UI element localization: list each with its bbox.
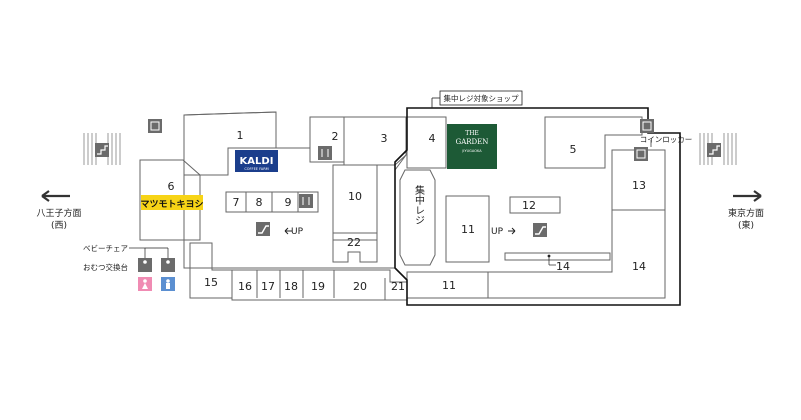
svg-text:KALDI: KALDI <box>240 156 274 167</box>
baby-chair-icon-2 <box>161 258 175 272</box>
unit-22: 22 <box>347 236 361 249</box>
coin-locker: コインロッカー <box>634 135 692 161</box>
unit-10: 10 <box>348 190 362 203</box>
unit-1: 1 <box>237 129 244 142</box>
svg-text:JIYUGAOKA: JIYUGAOKA <box>461 149 482 153</box>
svg-text:マツモトキヨシ: マツモトキヨシ <box>140 199 203 210</box>
west-direction: 八王子方面 (西) <box>36 190 82 231</box>
unit-8: 8 <box>256 196 263 209</box>
stairs-left <box>83 133 121 165</box>
unit-2: 2 <box>332 130 339 143</box>
svg-text:COFFEE FARM: COFFEE FARM <box>244 167 268 171</box>
shop-numbers: 1 2 3 4 5 6 7 8 9 10 11 11 12 13 14 14 1… <box>168 129 647 293</box>
unit-17: 17 <box>261 280 275 293</box>
shop-outlines <box>139 111 666 301</box>
unit-14-second: 14 <box>632 260 646 273</box>
coin-locker-label: コインロッカー <box>640 135 693 144</box>
stairs-right <box>699 133 737 165</box>
stairs-icon-left <box>95 143 109 157</box>
unit-11-second: 11 <box>442 279 456 292</box>
unit-21: 21 <box>391 280 405 293</box>
svg-text:GARDEN: GARDEN <box>456 138 489 146</box>
baby-chair-icon-1 <box>138 258 152 272</box>
diaper-table-label: おむつ交換台 <box>83 262 128 272</box>
unit-5: 5 <box>570 143 577 156</box>
up-label-left: UP <box>291 227 304 237</box>
east-direction-label: 東京方面 <box>728 207 764 219</box>
unit-7: 7 <box>233 196 240 209</box>
unit-14: 14 <box>556 260 570 273</box>
unit-20: 20 <box>353 280 367 293</box>
unit-3: 3 <box>381 132 388 145</box>
svg-text:THE: THE <box>465 130 479 137</box>
baby-facilities: ベビーチェア おむつ交換台 <box>83 244 175 291</box>
west-direction-sub: (西) <box>51 220 67 231</box>
west-direction-label: 八王子方面 <box>36 207 81 219</box>
east-direction-sub: (東) <box>738 219 754 231</box>
central-register-zone <box>394 107 681 306</box>
unit-15: 15 <box>204 276 218 289</box>
unit-18: 18 <box>284 280 298 293</box>
central-register-callout: 集中レジ対象ショップ <box>431 90 523 108</box>
unit-11: 11 <box>461 223 475 236</box>
unit-13: 13 <box>632 179 646 192</box>
unit-19: 19 <box>311 280 325 293</box>
escalator-left: UP <box>256 222 304 237</box>
unit-16: 16 <box>238 280 252 293</box>
elevator-icon-left <box>148 119 162 133</box>
matsumoto-kiyoshi-logo: マツモトキヨシ <box>140 195 204 210</box>
floor-outline <box>183 111 407 269</box>
unit-12: 12 <box>522 199 536 212</box>
elevator-icon-right <box>640 119 654 133</box>
baby-chair-label: ベビーチェア <box>83 244 128 253</box>
east-direction: 東京方面 (東) <box>728 190 764 231</box>
central-register-label: 集中レジ <box>413 184 425 225</box>
stairs-icon-right <box>707 143 721 157</box>
the-garden-logo: THE GARDEN JIYUGAOKA <box>447 124 497 169</box>
restaurant-icon-1 <box>318 146 332 160</box>
unit-9: 9 <box>285 196 292 209</box>
up-label-right: UP <box>491 227 504 237</box>
restaurant-icon-2 <box>299 194 313 208</box>
unit-6: 6 <box>168 180 175 193</box>
escalator-right: UP <box>491 223 547 237</box>
kaldi-logo: KALDI COFFEE FARM <box>235 150 278 172</box>
unit-4: 4 <box>429 132 436 145</box>
central-register-callout-text: 集中レジ対象ショップ <box>444 93 519 103</box>
